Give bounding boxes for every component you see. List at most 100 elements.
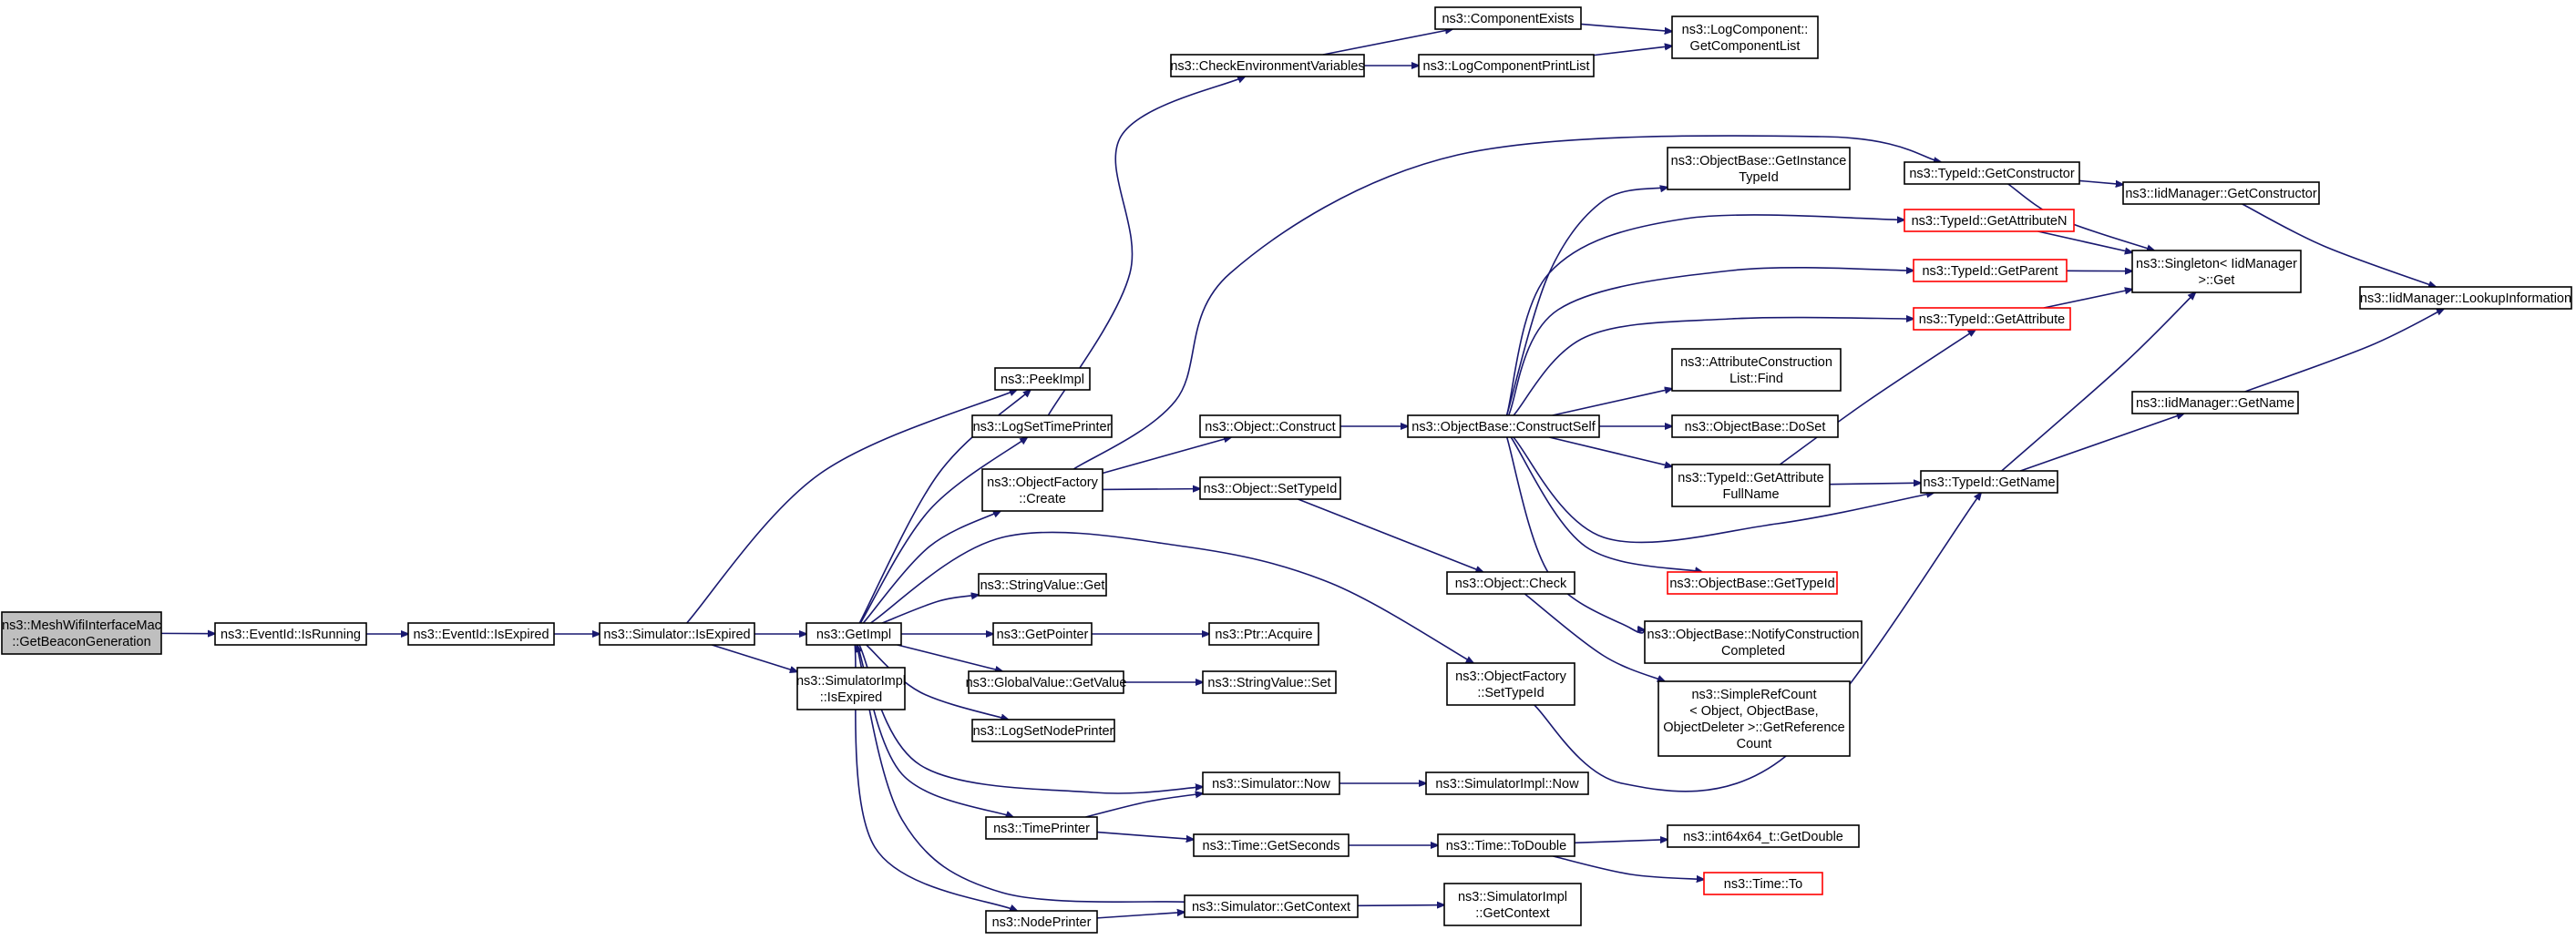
node-box [971, 719, 1115, 742]
node-box [968, 670, 1124, 694]
node-stringvalueset[interactable]: ns3::StringValue::Set [1202, 670, 1337, 694]
edges-layer [160, 23, 2444, 919]
node-box [1657, 680, 1851, 757]
node-simimplgetcontext[interactable]: ns3::SimulatorImpl::GetContext [1443, 883, 1582, 926]
node-objcheck[interactable]: ns3::Object::Check [1446, 571, 1575, 595]
node-label: ObjectDeleter >::GetReference [1663, 720, 1844, 735]
node-label: ns3::SimulatorImpl [796, 674, 906, 689]
node-peekimpl[interactable]: ns3::PeekImpl [994, 367, 1091, 391]
node-ptracquire[interactable]: ns3::Ptr::Acquire [1208, 622, 1319, 646]
edge-objfactcreate-to-getconstructor [1072, 135, 1941, 470]
node-simimplnow[interactable]: ns3::SimulatorImpl::Now [1425, 771, 1589, 795]
node-box [1199, 476, 1341, 500]
node-box [599, 622, 755, 646]
node-box [2122, 181, 2320, 205]
node-simgetcontext[interactable]: ns3::Simulator::GetContext [1184, 894, 1359, 918]
node-label: ns3::Simulator::IsExpired [603, 628, 750, 642]
node-label: ns3::TypeId::GetParent [1922, 264, 2058, 279]
node-box [1446, 662, 1575, 706]
node-box [1199, 414, 1341, 438]
node-box [1667, 147, 1851, 190]
node-label: ns3::StringValue::Set [1207, 676, 1330, 690]
node-box [806, 622, 902, 646]
node-label: ns3::Time::GetSeconds [1203, 839, 1340, 853]
edge-objcheck-to-simplerefcount [1524, 593, 1665, 681]
node-box [978, 573, 1107, 597]
node-timeprinter[interactable]: ns3::TimePrinter [985, 816, 1098, 840]
node-label: ns3::ObjectBase::NotifyConstruction [1647, 628, 1860, 642]
node-label: ns3::TypeId::GetAttribute [1919, 312, 2065, 327]
node-objfactsettypeid[interactable]: ns3::ObjectFactory::SetTypeId [1446, 662, 1575, 706]
node-simisexpired[interactable]: ns3::Simulator::IsExpired [599, 622, 755, 646]
node-objsettypeid[interactable]: ns3::Object::SetTypeId [1199, 476, 1341, 500]
node-timegetseconds[interactable]: ns3::Time::GetSeconds [1193, 833, 1350, 857]
node-iidgetconstructor[interactable]: ns3::IidManager::GetConstructor [2122, 181, 2320, 205]
node-box [2131, 250, 2302, 293]
node-evisexpired[interactable]: ns3::EventId::IsExpired [407, 622, 555, 646]
node-lookupinfo[interactable]: ns3::IidManager::LookupInformation [2359, 286, 2572, 310]
node-getattribute[interactable]: ns3::TypeId::GetAttribute [1913, 307, 2071, 331]
node-timetodouble[interactable]: ns3::Time::ToDouble [1437, 833, 1575, 857]
node-simplerefcount[interactable]: ns3::SimpleRefCount< Object, ObjectBase,… [1657, 680, 1851, 757]
node-label: ns3::ObjectFactory [1455, 669, 1566, 684]
node-mesh[interactable]: ns3::MeshWifiInterfaceMac::GetBeaconGene… [1, 611, 162, 655]
node-iidgetname[interactable]: ns3::IidManager::GetName [2131, 391, 2299, 414]
edge-simisexpired-to-peekimpl [686, 390, 1017, 624]
node-stringvalueget[interactable]: ns3::StringValue::Get [978, 573, 1107, 597]
node-box [1667, 571, 1838, 595]
node-nodeprinter[interactable]: ns3::NodePrinter [985, 910, 1098, 934]
node-label: ns3::Simulator::GetContext [1192, 900, 1350, 914]
node-box [1437, 833, 1575, 857]
node-constructself[interactable]: ns3::ObjectBase::ConstructSelf [1407, 414, 1600, 438]
node-doset[interactable]: ns3::ObjectBase::DoSet [1671, 414, 1839, 438]
edge-simgetcontext-to-getimpl [857, 645, 1185, 903]
node-notifyconstruction[interactable]: ns3::ObjectBase::NotifyConstructionCompl… [1644, 620, 1863, 664]
node-logsetnodeprinter[interactable]: ns3::LogSetNodePrinter [971, 719, 1115, 742]
node-logcompget[interactable]: ns3::LogComponent::GetComponentList [1671, 15, 1819, 59]
node-label: ns3::TimePrinter [993, 822, 1090, 836]
node-label: ns3::ObjectBase::GetInstance [1671, 154, 1847, 169]
node-label: ::IsExpired [820, 690, 883, 705]
node-label: ns3::NodePrinter [992, 915, 1092, 930]
node-compexists[interactable]: ns3::ComponentExists [1434, 6, 1582, 30]
node-label: ns3::GlobalValue::GetValue [966, 676, 1127, 690]
edge-logcompprintlist-to-logcompget [1593, 46, 1672, 56]
node-getparent[interactable]: ns3::TypeId::GetParent [1913, 259, 2068, 282]
node-logcompprintlist[interactable]: ns3::LogComponentPrintList [1418, 54, 1595, 77]
edge-constructself-to-getattribute [1513, 318, 1914, 416]
edge-constructself-to-attrconstfind [1552, 389, 1672, 416]
node-logsettimeprinter[interactable]: ns3::LogSetTimePrinter [971, 414, 1113, 438]
node-simnow[interactable]: ns3::Simulator::Now [1202, 771, 1340, 795]
node-label: ::SetTypeId [1477, 686, 1544, 700]
node-box [985, 910, 1098, 934]
node-checkenv[interactable]: ns3::CheckEnvironmentVariables [1170, 54, 1365, 77]
node-getimpl[interactable]: ns3::GetImpl [806, 622, 902, 646]
node-singletonget[interactable]: ns3::Singleton< IidManager >::Get [2131, 250, 2302, 293]
node-globalvalueget[interactable]: ns3::GlobalValue::GetValue [966, 670, 1127, 694]
node-typeidgetname[interactable]: ns3::TypeId::GetName [1920, 470, 2058, 494]
node-box [2359, 286, 2572, 310]
node-getpointer[interactable]: ns3::GetPointer [992, 622, 1093, 646]
node-label: FullName [1722, 487, 1779, 502]
node-label: ns3::StringValue::Get [980, 578, 1105, 593]
node-label: ns3::Object::Check [1455, 577, 1567, 591]
node-box [1671, 414, 1839, 438]
node-int64getdouble[interactable]: ns3::int64x64_t::GetDouble [1667, 824, 1860, 848]
node-getattributen[interactable]: ns3::TypeId::GetAttributeN [1904, 209, 2075, 232]
edge-constructself-to-typeidgetname [1513, 436, 1934, 544]
edge-getattribute-to-singletonget [2043, 290, 2132, 309]
node-label: ns3::SimpleRefCount [1691, 688, 1816, 702]
node-objconstruct[interactable]: ns3::Object::Construct [1199, 414, 1341, 438]
node-label: ns3::AttributeConstruction [1680, 355, 1832, 370]
edge-getimpl-to-logsetnodeprinter [866, 644, 1009, 720]
node-isrunning[interactable]: ns3::EventId::IsRunning [214, 622, 367, 646]
node-timeto[interactable]: ns3::Time::To [1703, 872, 1823, 895]
node-box [1671, 348, 1842, 392]
node-objfactcreate[interactable]: ns3::ObjectFactory::Create [981, 468, 1103, 512]
node-objbasegettypeid[interactable]: ns3::ObjectBase::GetTypeId [1667, 571, 1838, 595]
node-simimplisexpired[interactable]: ns3::SimulatorImpl::IsExpired [796, 667, 906, 710]
node-getconstructor[interactable]: ns3::TypeId::GetConstructor [1904, 161, 2080, 185]
